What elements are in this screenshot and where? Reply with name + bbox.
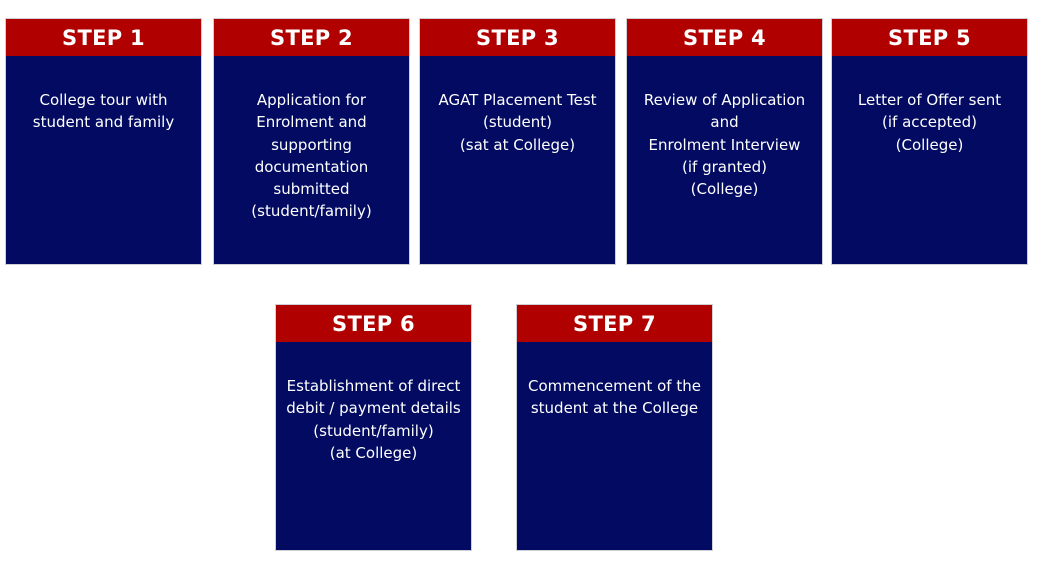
step-7-card: STEP 7 Commencement of the student at th… [516, 304, 713, 551]
step-7-description: Commencement of the student at the Colle… [516, 342, 713, 551]
step-5-card: STEP 5 Letter of Offer sent (if accepted… [831, 18, 1028, 265]
step-4-description: Review of Application and Enrolment Inte… [626, 56, 823, 265]
step-2-description: Application for Enrolment and supporting… [213, 56, 410, 265]
step-1-title: STEP 1 [5, 18, 202, 56]
step-6-title: STEP 6 [275, 304, 472, 342]
step-3-title: STEP 3 [419, 18, 616, 56]
step-1-description: College tour with student and family [5, 56, 202, 265]
step-4-card: STEP 4 Review of Application and Enrolme… [626, 18, 823, 265]
step-2-card: STEP 2 Application for Enrolment and sup… [213, 18, 410, 265]
step-5-title: STEP 5 [831, 18, 1028, 56]
step-3-card: STEP 3 AGAT Placement Test (student) (sa… [419, 18, 616, 265]
step-4-title: STEP 4 [626, 18, 823, 56]
step-7-title: STEP 7 [516, 304, 713, 342]
step-6-description: Establishment of direct debit / payment … [275, 342, 472, 551]
step-5-description: Letter of Offer sent (if accepted) (Coll… [831, 56, 1028, 265]
step-3-description: AGAT Placement Test (student) (sat at Co… [419, 56, 616, 265]
step-2-title: STEP 2 [213, 18, 410, 56]
step-6-card: STEP 6 Establishment of direct debit / p… [275, 304, 472, 551]
step-1-card: STEP 1 College tour with student and fam… [5, 18, 202, 265]
